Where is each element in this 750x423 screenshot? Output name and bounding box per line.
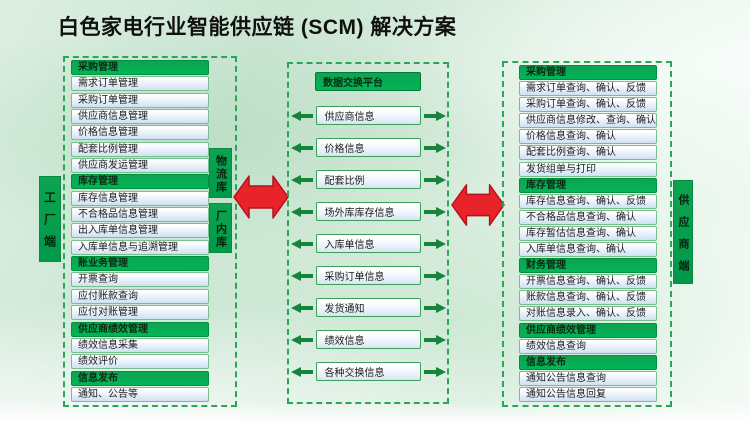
module-item: 账款信息查询、确认、反馈 [519,290,657,306]
exchange-item: 入库单信息 [315,234,421,253]
module-item: 绩效信息采集 [71,337,209,353]
exchange-item: 场外库库存信息 [315,202,421,221]
module-item: 价格信息管理 [71,125,209,141]
arrow-right-icon [423,142,446,153]
exchange-item: 供应商信息 [315,106,421,125]
exchange-rows: 供应商信息价格信息配套比例场外库库存信息入库单信息采购订单信息发货通知绩效信息各… [289,93,447,394]
red-double-arrow-right-icon [451,184,505,226]
arrow-right-icon [423,302,446,313]
arrow-right-icon [423,110,446,121]
arrow-right-icon [423,270,446,281]
arrow-left-icon [290,366,313,377]
section-header: 供应商绩效管理 [71,321,209,337]
arrow-right-icon [423,366,446,377]
section-header: 财务管理 [519,258,657,274]
section-header: 采购管理 [519,65,657,80]
red-double-arrow-left-icon [233,175,289,219]
module-item: 入库单信息与追溯管理 [71,239,209,255]
module-item: 配套比例管理 [71,141,209,157]
module-item: 应付对账管理 [71,305,209,321]
exchange-row: 价格信息 [289,138,447,157]
section-header: 采购管理 [71,60,209,75]
factory-side-label: 工厂端 [39,176,61,262]
module-item: 供应商发运管理 [71,158,209,174]
logistics-warehouse-label: 物流库 [209,148,232,198]
exchange-item: 发货通知 [315,298,421,317]
exchange-item: 各种交换信息 [315,362,421,381]
exchange-platform-header: 数据交换平台 [315,72,421,91]
module-item: 发货组单与打印 [519,161,657,177]
module-item: 不合格品信息管理 [71,207,209,223]
plant-warehouse-label: 厂内库 [209,203,232,253]
factory-panel: 采购管理需求订单管理采购订单管理供应商信息管理价格信息管理配套比例管理供应商发运… [63,56,237,407]
module-item: 配套比例查询、确认 [519,145,657,161]
module-item: 出入库单信息管理 [71,223,209,239]
module-item: 绩效信息查询 [519,338,657,354]
module-item: 开票信息查询、确认、反馈 [519,274,657,290]
module-item: 需求订单查询、确认、反馈 [519,81,657,97]
section-header: 库存管理 [519,177,657,193]
module-item: 不合格品信息查询、确认 [519,209,657,225]
module-item: 采购订单查询、确认、反馈 [519,97,657,113]
exchange-panel: 数据交换平台 供应商信息价格信息配套比例场外库库存信息入库单信息采购订单信息发货… [287,62,449,404]
module-item: 供应商信息修改、查询、确认 [519,113,657,129]
arrow-right-icon [423,334,446,345]
exchange-item: 绩效信息 [315,330,421,349]
section-header: 信息发布 [519,354,657,370]
module-item: 对账信息录入、确认、反馈 [519,306,657,322]
module-item: 通知公告信息回复 [519,386,657,402]
arrow-right-icon [423,174,446,185]
exchange-row: 场外库库存信息 [289,202,447,221]
module-item: 库存信息管理 [71,190,209,206]
arrow-left-icon [290,270,313,281]
slide-title: 白色家电行业智能供应链 (SCM) 解决方案 [58,16,457,39]
exchange-row: 供应商信息 [289,106,447,125]
module-item: 绩效评价 [71,354,209,370]
arrow-left-icon [290,334,313,345]
section-header: 信息发布 [71,370,209,386]
arrow-left-icon [290,206,313,217]
exchange-row: 配套比例 [289,170,447,189]
module-item: 应付账款查询 [71,288,209,304]
exchange-row: 采购订单信息 [289,266,447,285]
arrow-right-icon [423,206,446,217]
module-item: 通知、公告等 [71,386,209,402]
arrow-left-icon [290,110,313,121]
module-item: 开票查询 [71,272,209,288]
module-item: 供应商信息管理 [71,109,209,125]
exchange-row: 入库单信息 [289,234,447,253]
section-header: 供应商绩效管理 [519,322,657,338]
module-item: 需求订单管理 [71,76,209,92]
exchange-item: 采购订单信息 [315,266,421,285]
module-item: 库存信息查询、确认、反馈 [519,193,657,209]
module-item: 库存暂估信息查询、确认 [519,225,657,241]
module-item: 采购订单管理 [71,92,209,108]
exchange-row: 各种交换信息 [289,362,447,381]
supplier-side-label: 供应商端 [673,180,693,284]
module-item: 通知公告信息查询 [519,370,657,386]
section-header: 账业务管理 [71,256,209,272]
section-header: 库存管理 [71,174,209,190]
arrow-left-icon [290,238,313,249]
arrow-right-icon [423,238,446,249]
arrow-left-icon [290,302,313,313]
arrow-left-icon [290,174,313,185]
module-item: 入库单信息查询、确认 [519,242,657,258]
exchange-item: 配套比例 [315,170,421,189]
exchange-row: 发货通知 [289,298,447,317]
supplier-panel: 采购管理需求订单查询、确认、反馈采购订单查询、确认、反馈供应商信息修改、查询、确… [502,61,672,407]
module-item: 价格信息查询、确认 [519,129,657,145]
exchange-row: 绩效信息 [289,330,447,349]
exchange-item: 价格信息 [315,138,421,157]
arrow-left-icon [290,142,313,153]
